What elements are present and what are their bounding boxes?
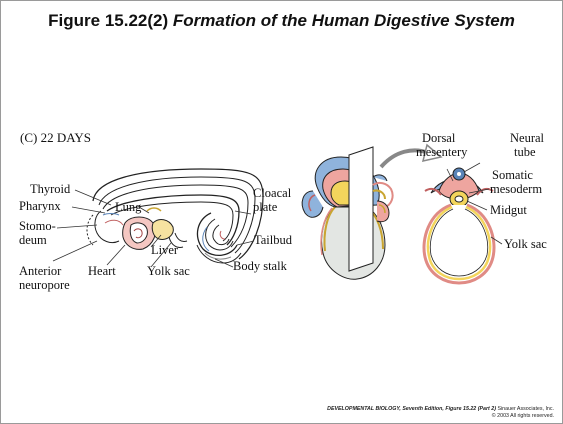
label-liver: Liver — [151, 244, 178, 257]
label-anterior-neuropore-line1: Anterior — [19, 265, 61, 278]
stage-label: (C) 22 DAYS — [20, 131, 91, 144]
label-somatic-mesoderm-line2: mesoderm — [490, 183, 542, 196]
label-pharynx: Pharynx — [19, 200, 61, 213]
credit-publisher: Sinauer Associates, Inc. — [497, 406, 554, 412]
label-lung: Lung — [115, 201, 141, 214]
label-tailbud: Tailbud — [254, 234, 292, 247]
label-neural-tube-line1: Neural — [510, 132, 544, 145]
label-dorsal-mesentery-line2: mesentery — [416, 146, 467, 159]
credit-title: DEVELOPMENTAL BIOLOGY, Seventh Edition, … — [327, 406, 496, 412]
perspective-embryo — [302, 145, 441, 279]
label-stomodeum-line1: Stomo- — [19, 220, 56, 233]
label-yolk-sac-right: Yolk sac — [504, 238, 547, 251]
label-stomodeum-line2: deum — [19, 234, 47, 247]
label-cloacal-plate-line1: Cloacal — [253, 187, 291, 200]
credit-line: DEVELOPMENTAL BIOLOGY, Seventh Edition, … — [327, 406, 554, 419]
label-anterior-neuropore-line2: neuropore — [19, 279, 70, 292]
label-midgut: Midgut — [490, 204, 527, 217]
label-dorsal-mesentery-line1: Dorsal — [422, 132, 455, 145]
label-neural-tube-line2: tube — [514, 146, 536, 159]
label-thyroid: Thyroid — [30, 183, 70, 196]
label-cloacal-plate-line2: plate — [253, 201, 277, 214]
label-heart: Heart — [88, 265, 116, 278]
label-yolk-sac-left: Yolk sac — [147, 265, 190, 278]
cross-section — [424, 168, 494, 283]
label-body-stalk: Body stalk — [233, 260, 287, 273]
credit-copyright: © 2003 All rights reserved. — [327, 413, 554, 420]
label-somatic-mesoderm-line1: Somatic — [492, 169, 533, 182]
